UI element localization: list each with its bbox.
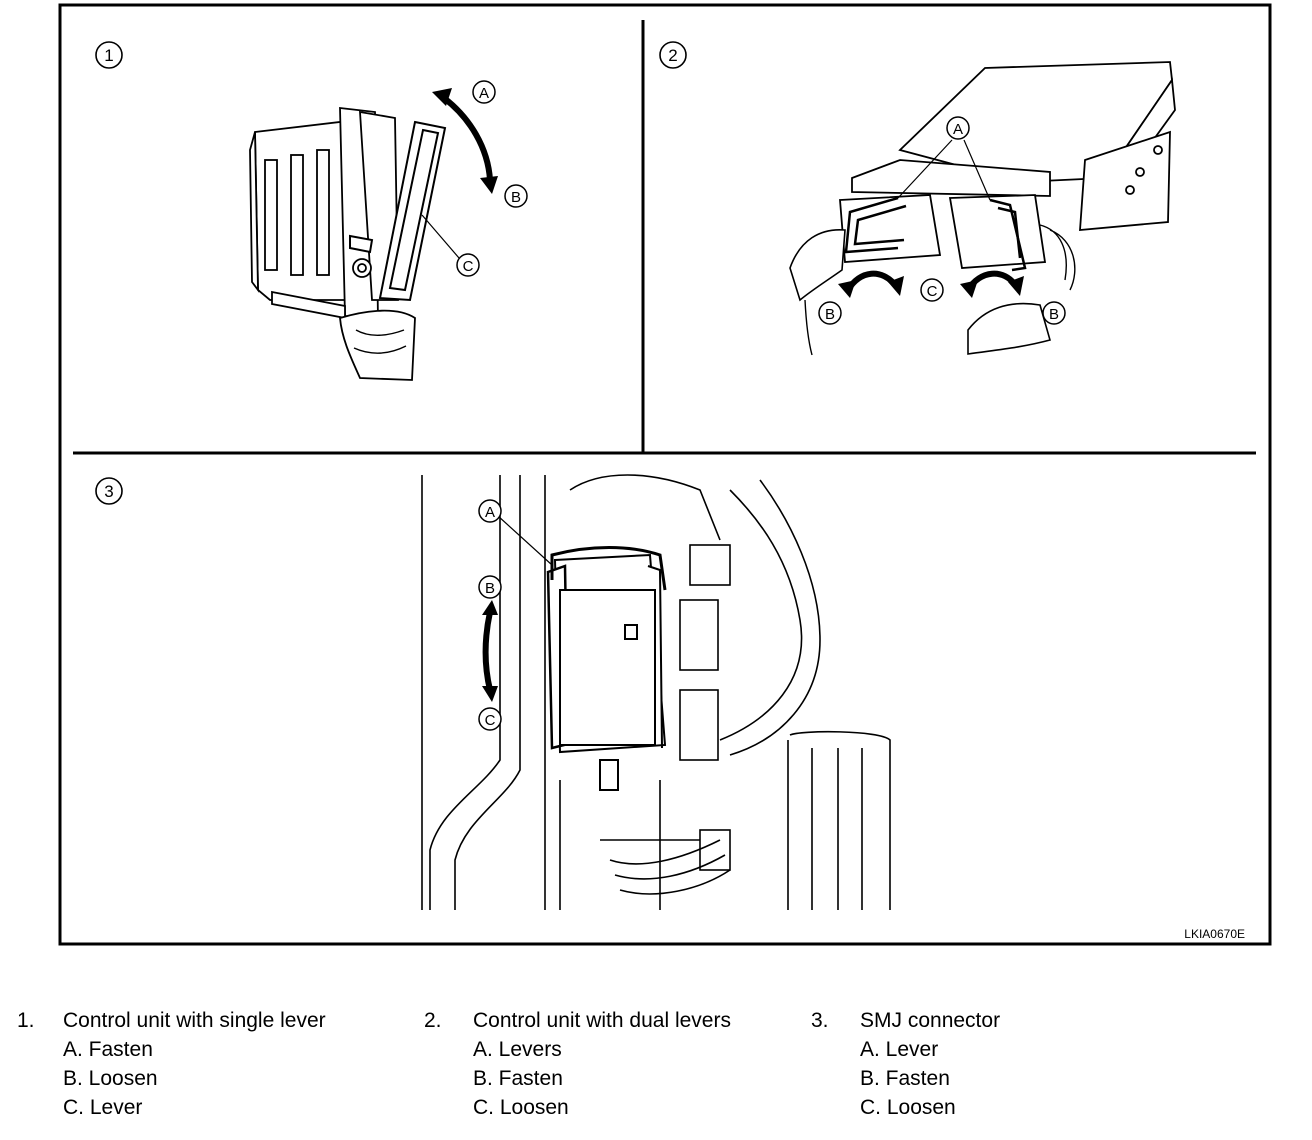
hand-right-panel-2 <box>967 302 1051 355</box>
smj-connector <box>546 553 667 791</box>
callout-C-panel-3: C <box>478 707 502 731</box>
legend-subitem: B. Fasten <box>860 1067 950 1090</box>
hand-left-panel-2 <box>789 229 846 302</box>
svg-text:C: C <box>927 283 938 300</box>
svg-text:A: A <box>485 504 495 521</box>
hand-panel-1 <box>339 309 416 381</box>
panel-2: 2 <box>659 41 1176 356</box>
callout-B-left-panel-2: B <box>818 301 842 325</box>
svg-text:1: 1 <box>104 46 113 65</box>
svg-text:A: A <box>953 121 963 138</box>
callout-C-panel-2: C <box>920 278 944 302</box>
legend-subitem: A. Lever <box>860 1038 939 1061</box>
callout-B-panel-1: B <box>504 184 528 208</box>
legend-subitem: A. Levers <box>473 1038 562 1061</box>
callout-B-right-panel-2: B <box>1042 301 1066 325</box>
rotation-arrow-panel-1 <box>442 95 493 181</box>
panel-1-number: 1 <box>95 41 123 69</box>
callout-B-panel-3: B <box>478 575 502 599</box>
legend-title: Control unit with dual levers <box>473 1009 731 1032</box>
panel-1: 1 A <box>95 41 528 381</box>
legend-subitem: C. Loosen <box>860 1096 956 1119</box>
legend-number: 3. <box>811 1009 829 1032</box>
control-unit-dual-levers <box>839 61 1176 269</box>
figure-code: LKIA0670E <box>1184 927 1245 941</box>
panel-3: 3 <box>95 474 891 910</box>
legend-subitem: A. Fasten <box>63 1038 153 1061</box>
svg-text:B: B <box>825 306 835 323</box>
svg-text:B: B <box>1049 306 1059 323</box>
smj-lever <box>550 546 667 591</box>
svg-text:A: A <box>479 85 489 102</box>
legend-title: Control unit with single lever <box>63 1009 326 1032</box>
legend-subitem: B. Fasten <box>473 1067 563 1090</box>
svg-text:B: B <box>485 580 495 597</box>
smj-surroundings <box>421 474 891 910</box>
connector-diagram-figure: 1 A <box>58 3 1272 946</box>
legend-subitem: C. Lever <box>63 1096 143 1119</box>
legend-number: 2. <box>424 1009 442 1032</box>
legend-number: 1. <box>17 1009 35 1032</box>
vertical-arrow-panel-3 <box>482 611 493 691</box>
svg-text:B: B <box>511 189 521 206</box>
dual-levers <box>844 196 1027 272</box>
panel-2-number: 2 <box>659 41 687 69</box>
svg-text:C: C <box>485 712 496 729</box>
callout-A-panel-2: A <box>897 116 991 201</box>
legend-title: SMJ connector <box>860 1009 1001 1032</box>
callout-A-panel-3: A <box>478 499 553 566</box>
control-unit-single-lever <box>249 106 399 322</box>
svg-text:3: 3 <box>104 482 113 501</box>
legend-subitem: C. Loosen <box>473 1096 569 1119</box>
legend-subitem: B. Loosen <box>63 1067 158 1090</box>
single-lever <box>349 120 447 302</box>
callout-A-panel-1: A <box>472 80 496 104</box>
svg-text:2: 2 <box>668 46 677 65</box>
callout-C-panel-1: C <box>421 214 480 277</box>
panel-3-number: 3 <box>95 477 123 505</box>
figure-frame <box>58 3 1272 946</box>
svg-text:C: C <box>463 258 474 275</box>
